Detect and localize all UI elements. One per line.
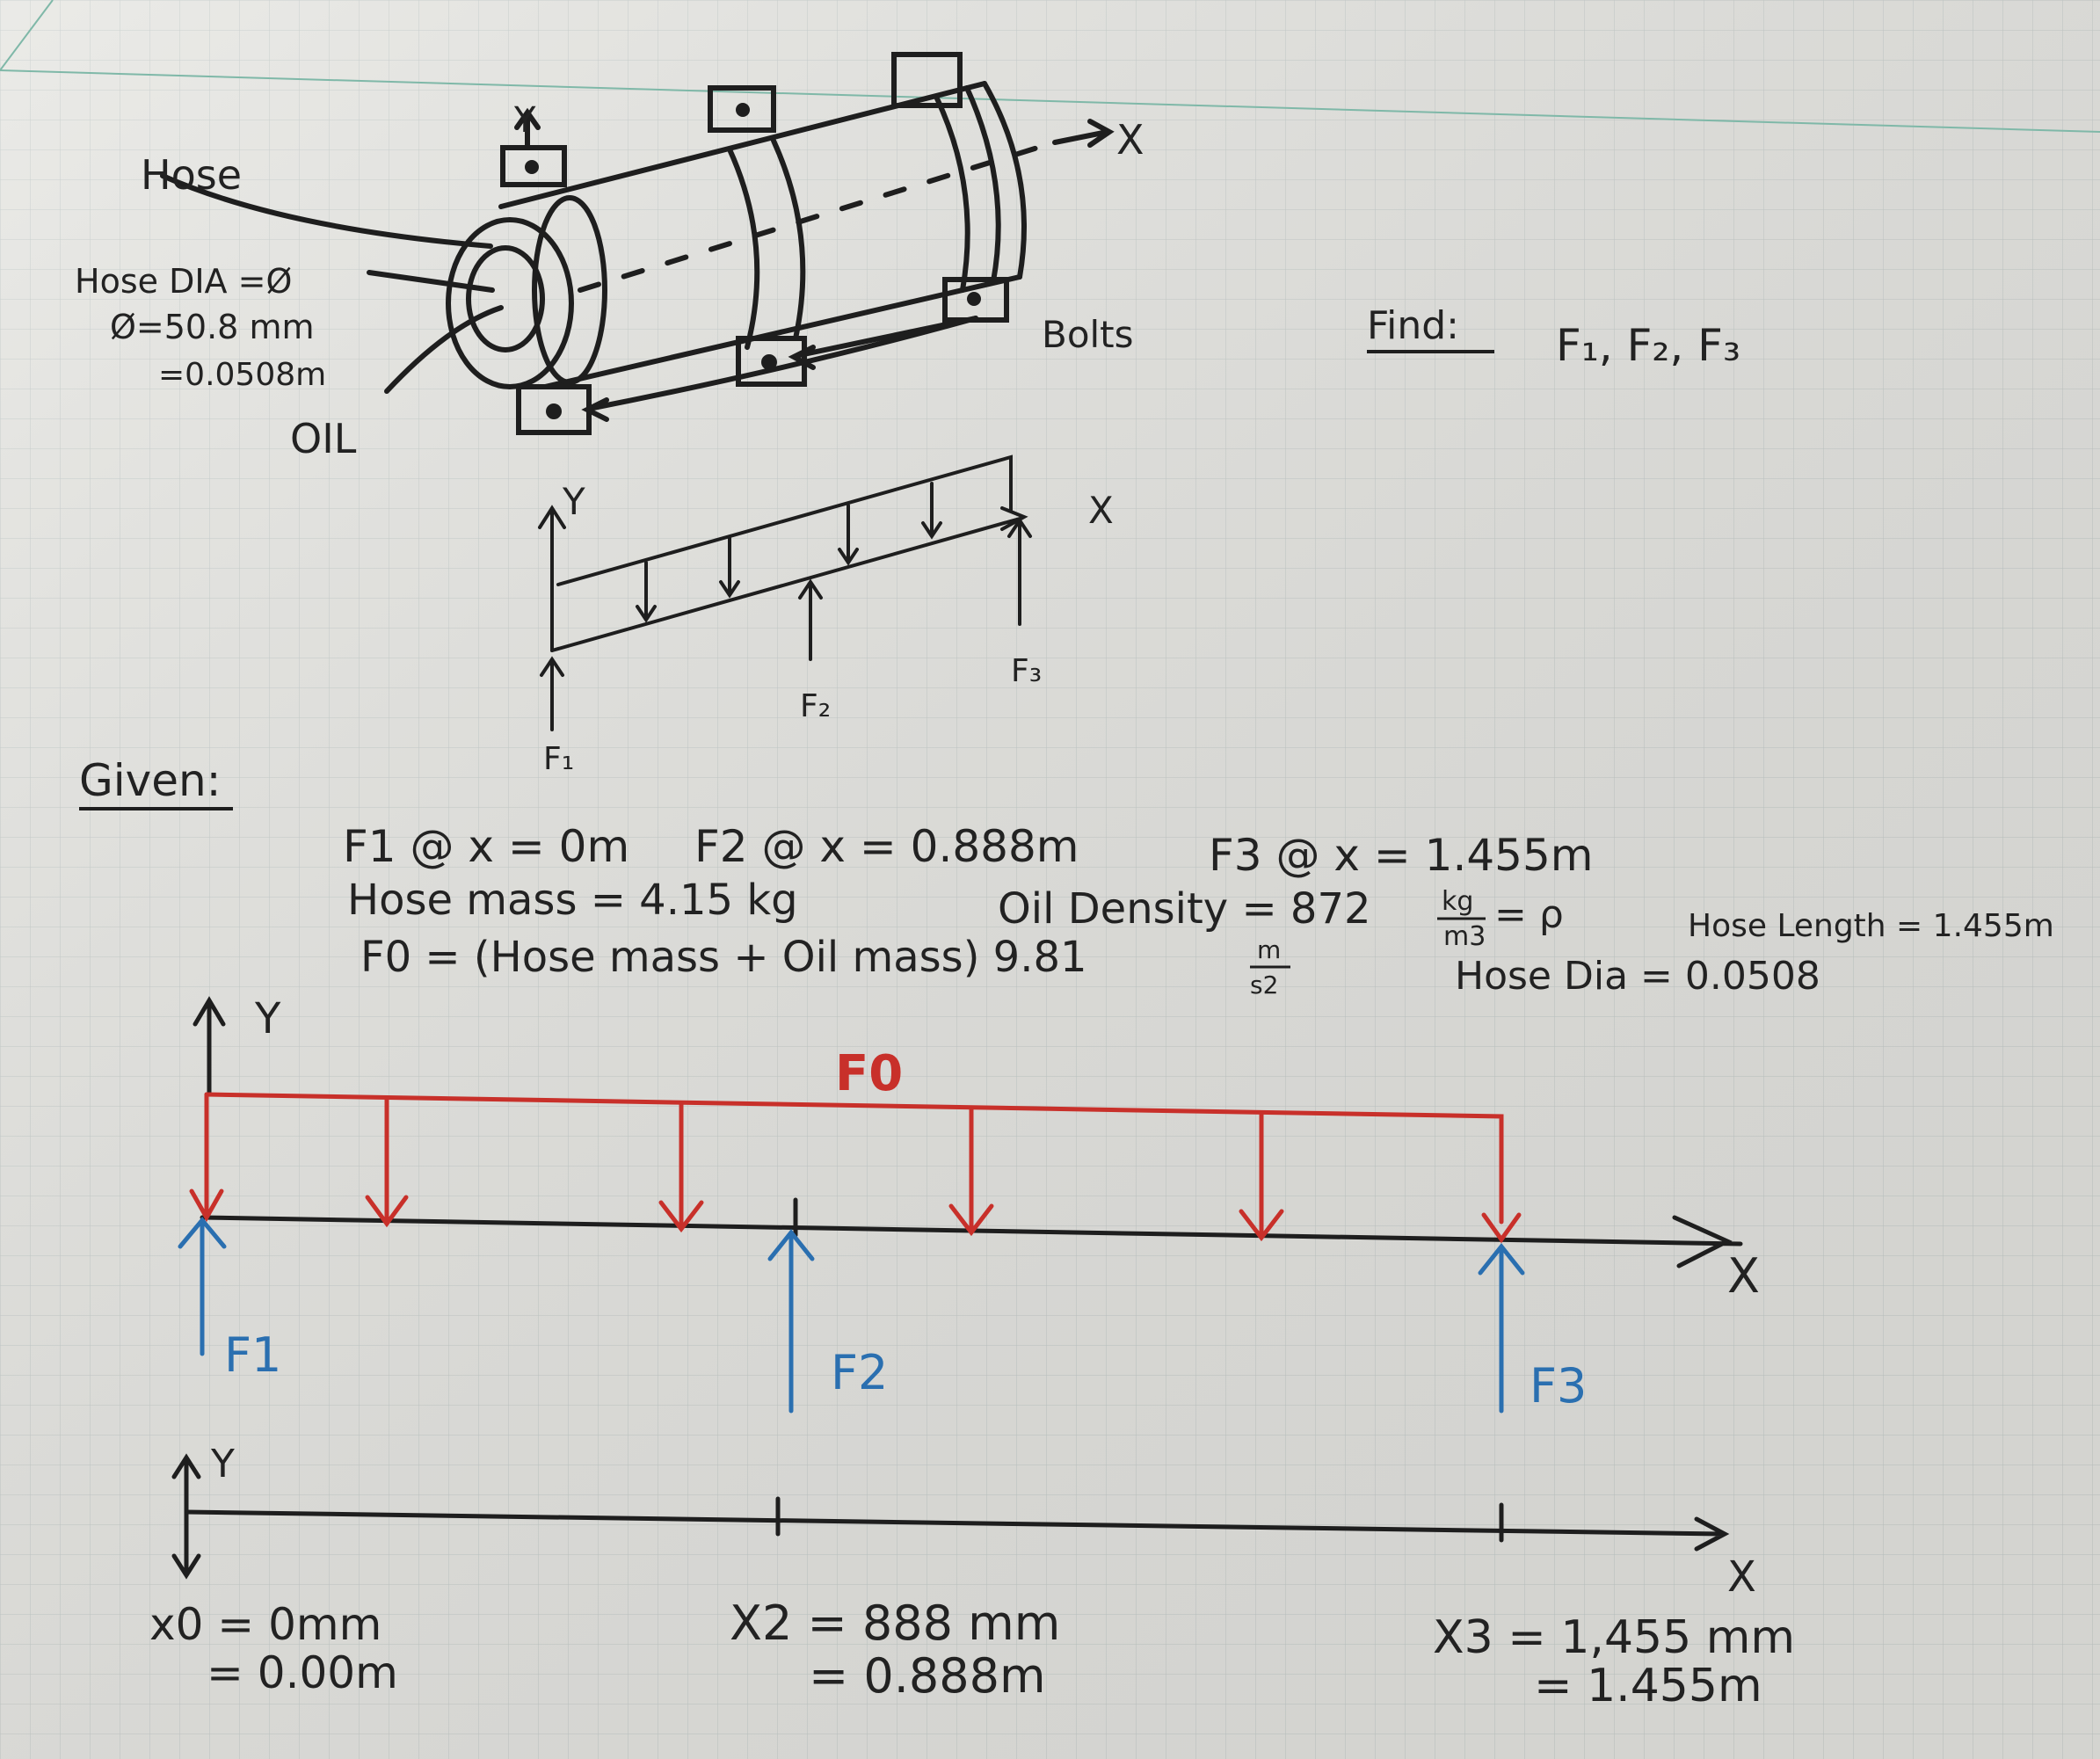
corner-line bbox=[0, 0, 54, 71]
given-f2-position: F2 @ x = 0.888m bbox=[694, 821, 1079, 872]
given-f0-formula: F0 = (Hose mass + Oil mass) 9.81 bbox=[360, 933, 1087, 982]
position-y-label: Y bbox=[210, 1442, 235, 1486]
reaction-f3-label: F3 bbox=[1530, 1358, 1587, 1414]
find-heading: Find: bbox=[1367, 303, 1459, 348]
small-fbd bbox=[538, 454, 1032, 731]
distributed-load-f0 bbox=[204, 1092, 1504, 1238]
given-oil-density-unit-num: kg bbox=[1442, 886, 1473, 917]
given-oil-density: Oil Density = 872 bbox=[998, 884, 1371, 934]
small-fbd-f3: F₃ bbox=[1011, 653, 1042, 689]
hose-sketch bbox=[160, 52, 1115, 435]
given-hose-length: Hose Length = 1.455m bbox=[1688, 908, 2054, 944]
sketch-y-axis-label: Y bbox=[513, 100, 536, 141]
given-oil-density-unit-den: m3 bbox=[1443, 921, 1486, 952]
given-f1-position: F1 @ x = 0m bbox=[343, 821, 629, 872]
position-axis bbox=[171, 1453, 1730, 1580]
x2-mm-label: X2 = 888 mm bbox=[730, 1595, 1060, 1651]
small-fbd-y-label: Y bbox=[562, 480, 585, 523]
x0-m-label: = 0.00m bbox=[207, 1647, 398, 1698]
reaction-f2-label: F2 bbox=[831, 1345, 888, 1400]
given-hose-mass: Hose mass = 4.15 kg bbox=[347, 876, 798, 925]
given-f0-unit-den: s2 bbox=[1250, 970, 1278, 999]
dia-mm-label: Ø=50.8 mm bbox=[110, 308, 314, 346]
dia-m-label: =0.0508m bbox=[158, 357, 326, 393]
find-items: F₁, F₂, F₃ bbox=[1556, 320, 1740, 371]
hose-dia-label: Hose DIA =Ø bbox=[75, 262, 292, 301]
x2-m-label: = 0.888m bbox=[809, 1648, 1046, 1704]
fbd-x-label: X bbox=[1727, 1248, 1760, 1304]
oil-label: OIL bbox=[290, 415, 357, 462]
x3-mm-label: X3 = 1,455 mm bbox=[1433, 1611, 1795, 1664]
hose-label: Hose bbox=[141, 151, 242, 199]
reaction-forces bbox=[178, 1217, 1525, 1414]
top-margin-line bbox=[0, 69, 2100, 133]
sketch-x-axis-label: X bbox=[1116, 116, 1144, 164]
bolts-label: Bolts bbox=[1042, 313, 1134, 356]
x3-m-label: = 1.455m bbox=[1534, 1660, 1762, 1712]
given-oil-density-symbol: = ρ bbox=[1494, 892, 1564, 937]
given-f3-position: F3 @ x = 1.455m bbox=[1209, 830, 1593, 881]
small-fbd-x-label: X bbox=[1088, 489, 1114, 532]
fbd-y-label: Y bbox=[254, 994, 281, 1043]
load-arrowheads bbox=[189, 1188, 1522, 1244]
small-fbd-f2: F₂ bbox=[800, 688, 831, 724]
given-hose-dia: Hose Dia = 0.0508 bbox=[1455, 954, 1820, 999]
given-f0-unit-num: m bbox=[1257, 935, 1281, 964]
load-label-f0: F0 bbox=[835, 1045, 903, 1102]
reaction-f1-label: F1 bbox=[224, 1327, 281, 1383]
position-x-label: X bbox=[1727, 1552, 1756, 1602]
given-heading: Given: bbox=[79, 755, 222, 806]
small-fbd-f1: F₁ bbox=[543, 741, 574, 777]
x0-mm-label: x0 = 0mm bbox=[149, 1599, 381, 1650]
